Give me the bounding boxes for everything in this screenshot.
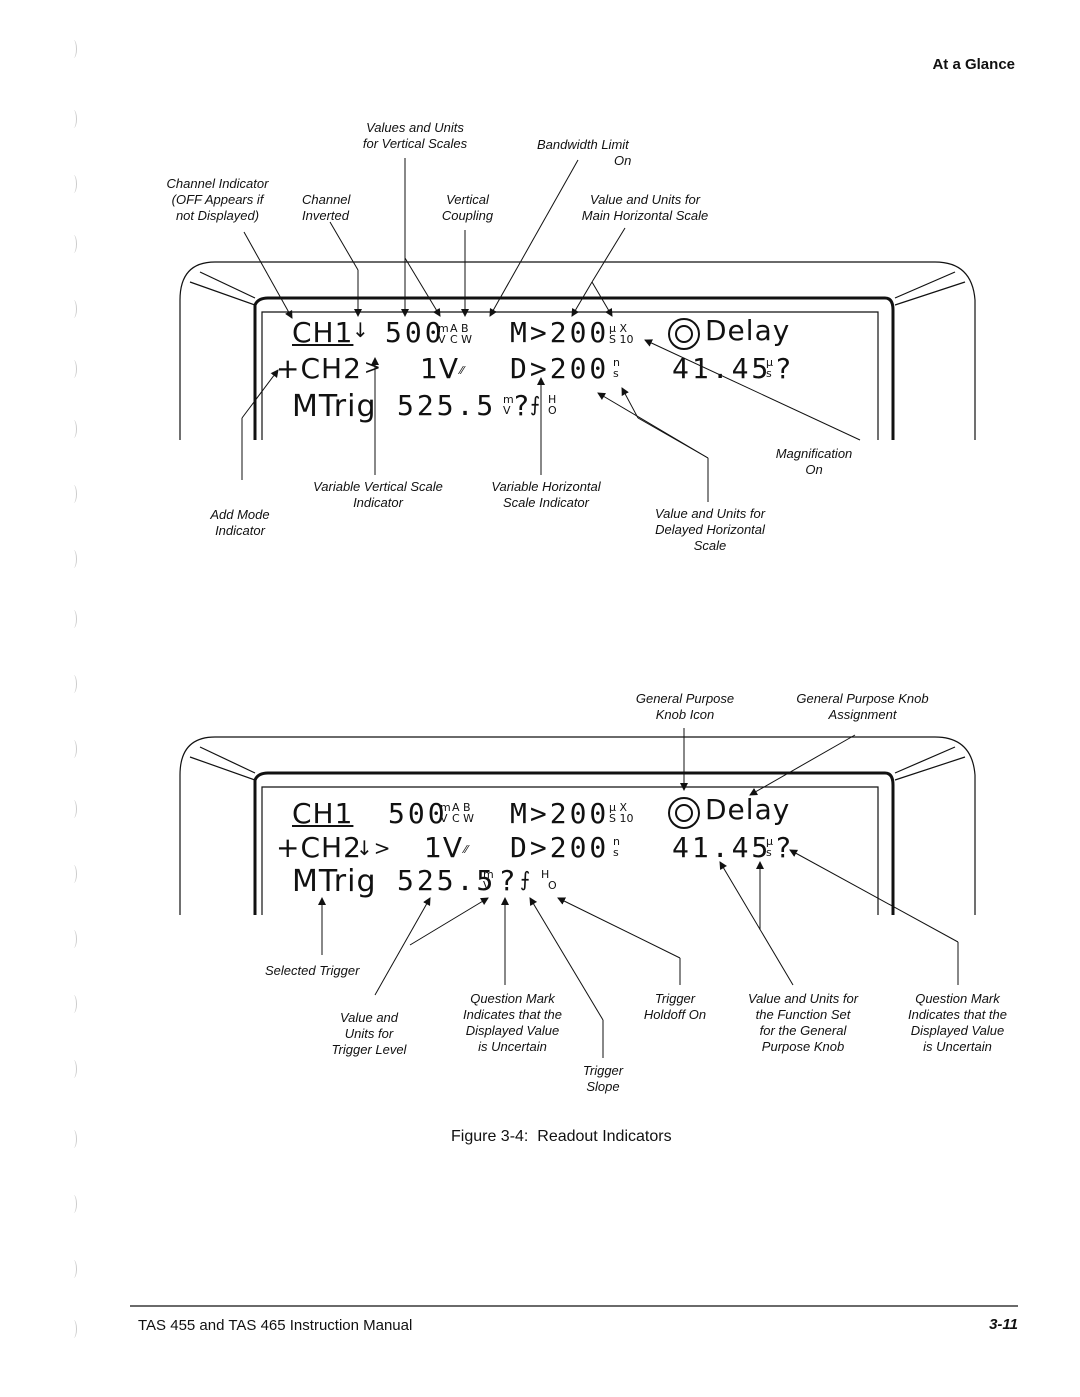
coupling-top: A B xyxy=(452,801,471,814)
delayed-horizontal-value: D>200 xyxy=(510,831,610,864)
trigger-unit-bottom: V xyxy=(503,404,511,417)
label-gp-knob-icon: General Purpose Knob Icon xyxy=(635,691,735,722)
channel-indicator: CH1 xyxy=(292,797,354,830)
label-add-mode: Add Mode Indicator xyxy=(210,507,270,538)
vertical-scale-value: 500 xyxy=(388,797,448,830)
page-number: 3-11 xyxy=(989,1316,1018,1333)
label-selected-trigger: Selected Trigger xyxy=(265,963,360,978)
knob-unit-top: μ xyxy=(766,835,773,848)
knob-assignment: Delay xyxy=(705,314,791,347)
main-horizontal-value: M>200 xyxy=(510,797,610,830)
trigger-source: MTrig xyxy=(292,864,377,899)
knob-unit-bottom: s xyxy=(766,367,772,380)
label-channel-indicator: Channel Indicator (OFF Appears if not Di… xyxy=(166,176,269,223)
holdoff-bottom: O xyxy=(548,404,557,417)
label-trigger-level: Value and Units for Trigger Level xyxy=(331,1010,407,1057)
knob-value: 41.45 xyxy=(672,352,772,385)
holdoff-top: H xyxy=(548,393,557,406)
greater-than: > xyxy=(364,355,382,379)
vertical-unit-top: m xyxy=(440,801,451,814)
coupling-top: A B xyxy=(450,322,469,335)
channel-indicator: CH1 xyxy=(292,316,354,349)
main-horizontal-unit-bottom: S 10 xyxy=(609,333,634,346)
holdoff-bottom: O xyxy=(548,879,557,892)
trigger-level-value: 525.5 xyxy=(397,864,497,897)
knob-icon xyxy=(668,797,700,829)
delayed-unit-top: n xyxy=(613,835,620,848)
uncertain-question-mark: ? xyxy=(776,831,792,864)
trigger-slope-icon: ⨍ xyxy=(520,867,532,891)
main-horizontal-unit-top: μ X xyxy=(609,322,628,335)
delayed-unit-top: n xyxy=(613,356,620,369)
trigger-unit-top: m xyxy=(483,868,494,881)
main-horizontal-value: M>200 xyxy=(510,316,610,349)
footer-title: TAS 455 and TAS 465 Instruction Manual xyxy=(138,1317,413,1334)
label-gp-knob-assignment: General Purpose Knob Assignment xyxy=(796,691,929,722)
trigger-unit-top: m xyxy=(503,393,514,406)
label-question-mark-2: Question Mark Indicates that the Display… xyxy=(907,991,1007,1054)
knob-unit-bottom: s xyxy=(766,846,772,859)
knob-unit-top: μ xyxy=(766,356,773,369)
knob-icon xyxy=(668,318,700,350)
knob-assignment: Delay xyxy=(705,793,791,826)
trigger-question-mark: ? xyxy=(500,864,516,897)
label-delayed-horizontal: Value and Units for Delayed Horizontal S… xyxy=(654,506,766,553)
delayed-unit-bottom: s xyxy=(613,846,619,859)
add-mode-channel: +CH2 xyxy=(276,831,362,864)
variable-vertical-icon: ⁄⁄ xyxy=(464,843,468,856)
vertical-unit-bottom: V xyxy=(440,812,448,825)
trigger-unit-bottom: V xyxy=(483,879,491,892)
knob-value: 41.45 xyxy=(672,831,772,864)
label-trigger-slope: Trigger Slope xyxy=(582,1063,624,1094)
label-main-horizontal: Value and Units for Main Horizontal Scal… xyxy=(581,192,709,223)
label-channel-inverted: Channel Inverted xyxy=(302,192,351,223)
main-horizontal-unit-bottom: S 10 xyxy=(609,812,634,825)
coupling-bottom: C W xyxy=(452,812,475,825)
inverted-arrow: ↓> xyxy=(356,836,392,860)
ch2-scale-value: 1V xyxy=(420,352,459,385)
ch2-scale-value: 1V xyxy=(424,831,463,864)
label-variable-vertical: Variable Vertical Scale Indicator xyxy=(313,479,443,510)
label-variable-horizontal: Variable Horizontal Scale Indicator xyxy=(491,479,601,510)
variable-vertical-icon: ⁄⁄ xyxy=(460,364,464,377)
holdoff-top: H xyxy=(541,868,550,881)
display-bezel-1 xyxy=(179,261,976,440)
delayed-unit-bottom: s xyxy=(613,367,619,380)
label-function-set: Value and Units for the Function Set for… xyxy=(747,991,859,1054)
section-header: At a Glance xyxy=(932,56,1015,73)
trigger-question-mark: ? xyxy=(514,389,530,422)
figure-caption: Figure 3-4: Readout Indicators xyxy=(451,1128,672,1145)
trigger-source: MTrig xyxy=(292,389,377,424)
add-mode-channel: +CH2 xyxy=(276,352,362,385)
vertical-unit-bottom: V xyxy=(438,333,446,346)
inverted-arrow: ↓ xyxy=(352,318,370,342)
label-bandwidth-limit: Bandwidth Limit On xyxy=(537,137,632,168)
delayed-horizontal-value: D>200 xyxy=(510,352,610,385)
label-vertical-coupling: Vertical Coupling xyxy=(441,192,494,223)
trigger-level-value: 525.5 xyxy=(397,389,497,422)
label-values-units-vertical: Values and Units for Vertical Scales xyxy=(362,120,468,151)
vertical-scale-value: 500 xyxy=(385,316,445,349)
display-bezel-2 xyxy=(179,736,976,915)
vertical-unit-top: m xyxy=(438,322,449,335)
label-trigger-holdoff: Trigger Holdoff On xyxy=(643,991,707,1022)
trigger-slope-icon: ⨍ xyxy=(530,392,542,416)
label-question-mark-1: Question Mark Indicates that the Display… xyxy=(462,991,562,1054)
coupling-bottom: C W xyxy=(450,333,473,346)
label-magnification: Magnification On xyxy=(775,446,853,477)
uncertain-question-mark: ? xyxy=(776,352,792,385)
main-horizontal-unit-top: μ X xyxy=(609,801,628,814)
